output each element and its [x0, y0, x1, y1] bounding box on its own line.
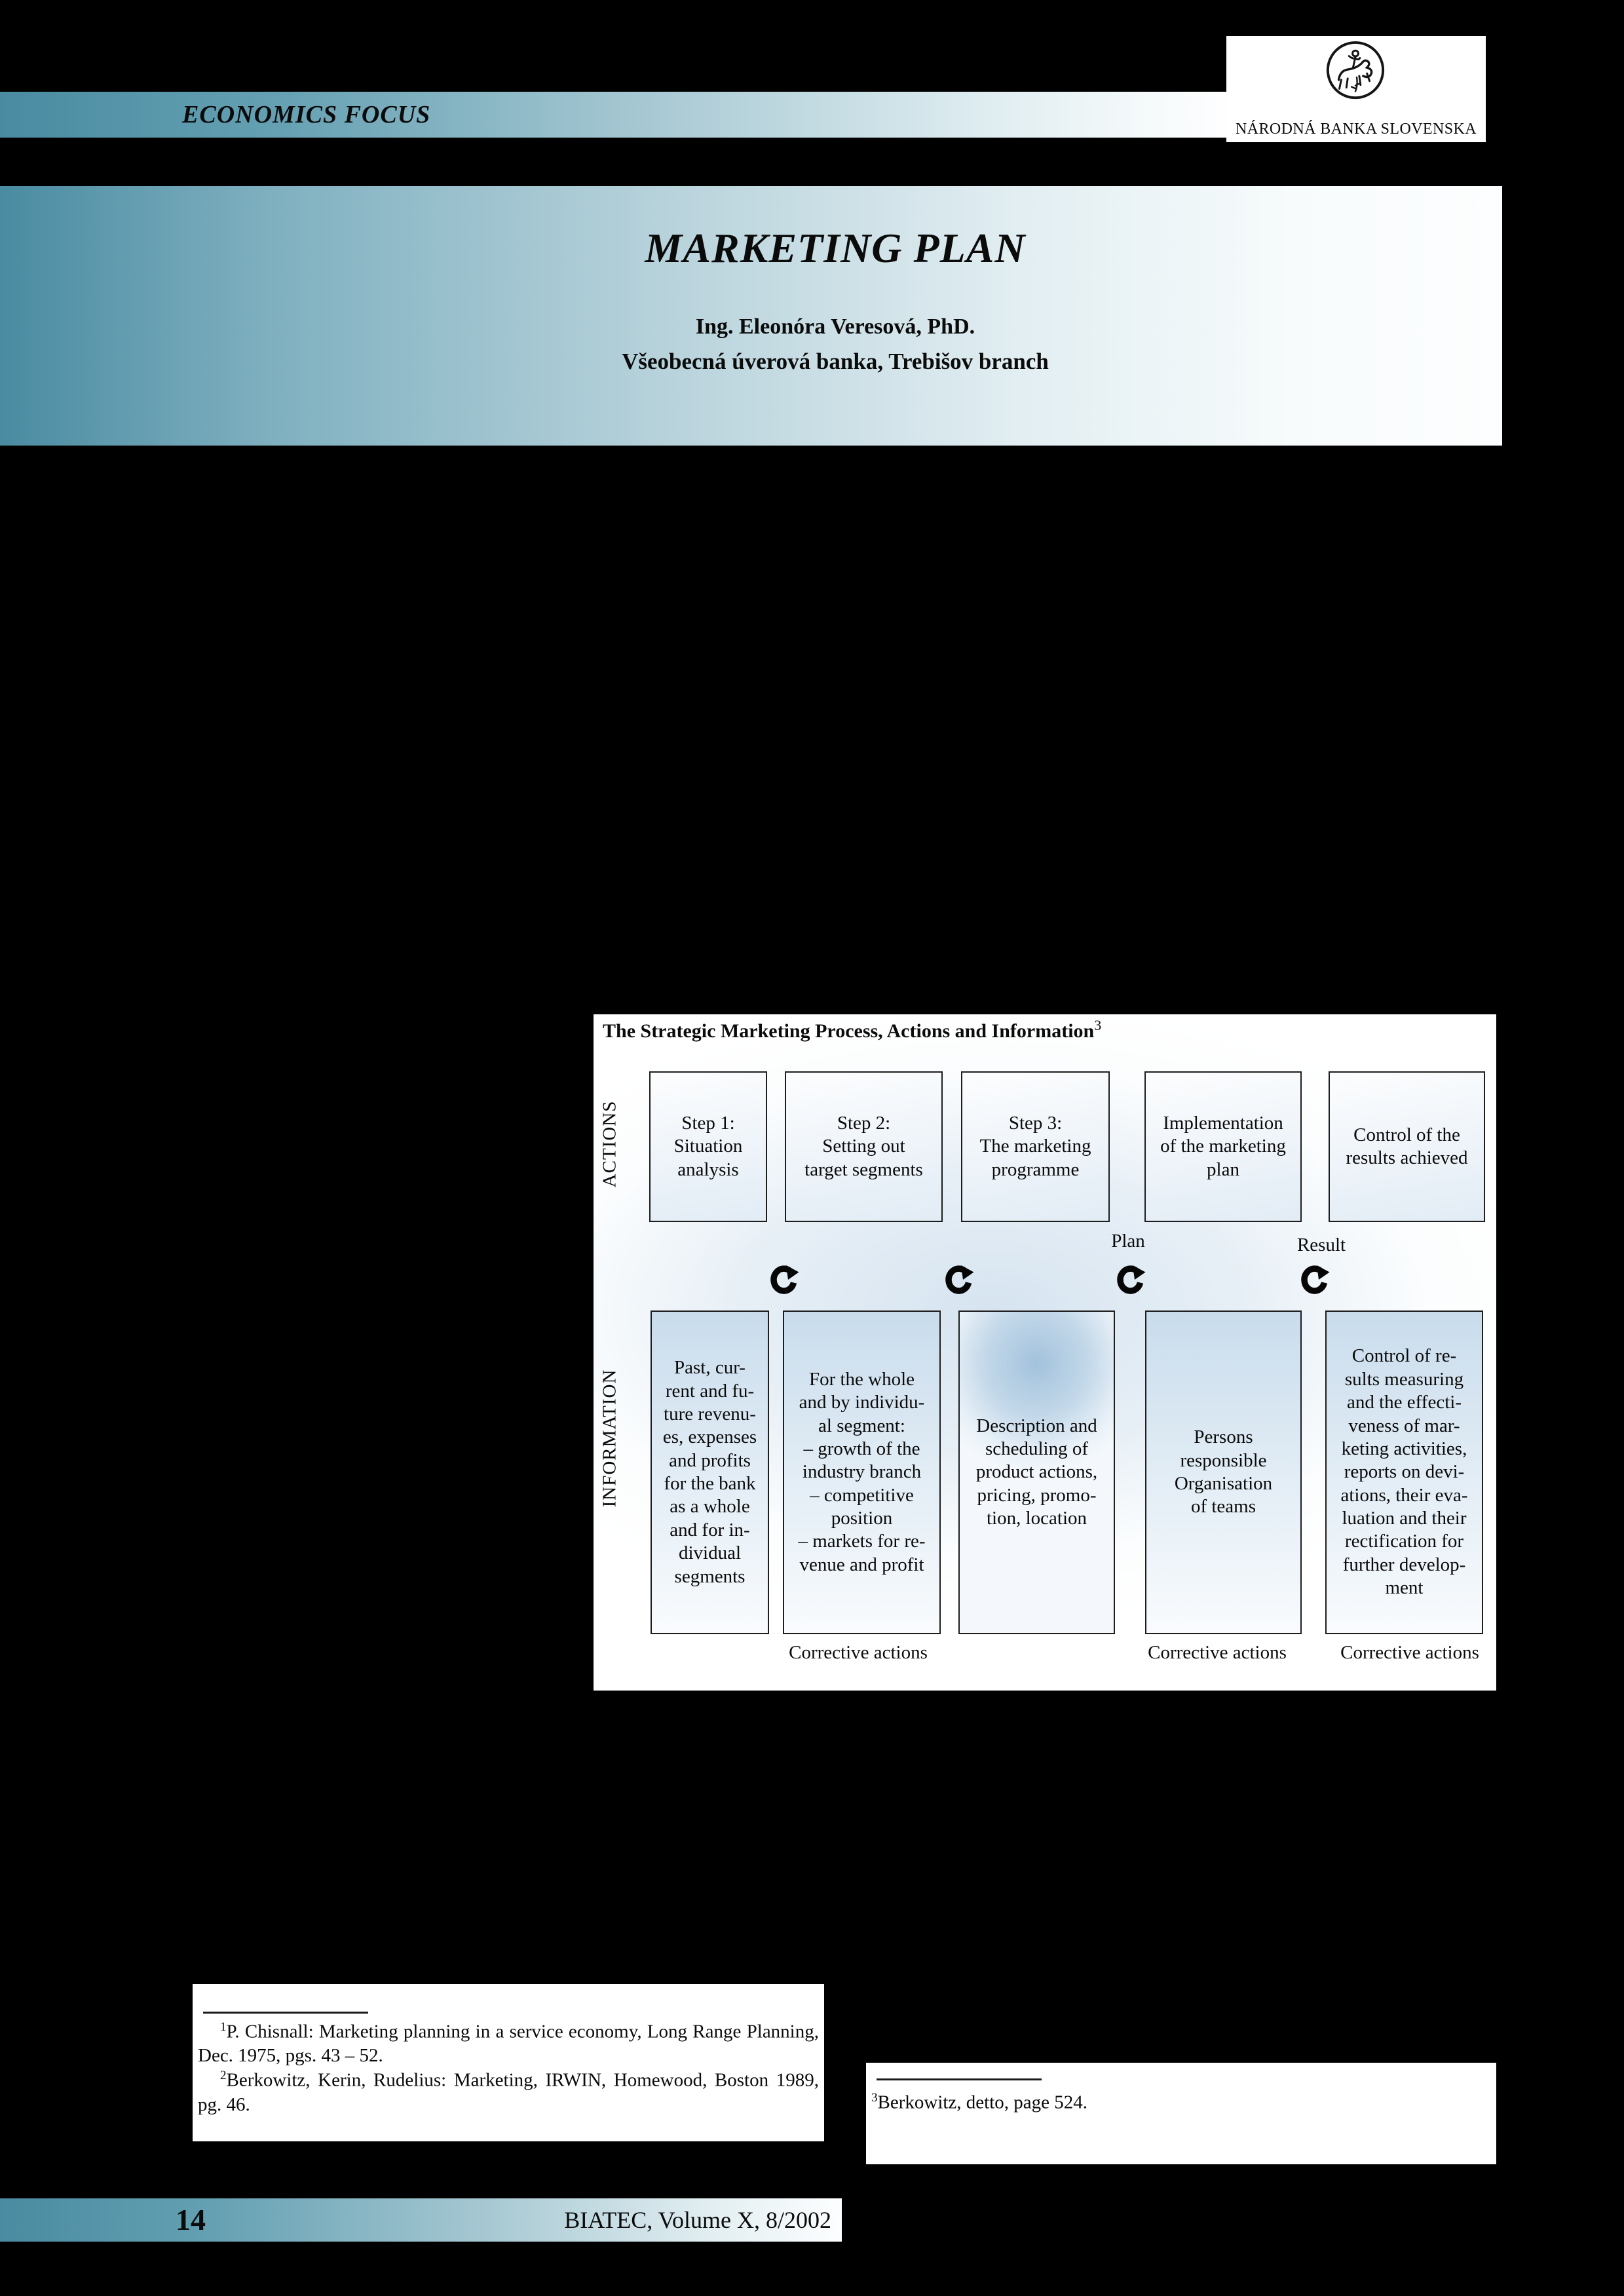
diagram-title-text: The Strategic Marketing Process, Actions… [603, 1020, 1095, 1042]
footnote-text-right: 3Berkowitz, detto, page 524. [871, 2090, 1491, 2114]
cycle-arrow-icon [1301, 1265, 1330, 1294]
footnote-1-text: P. Chisnall: Marketing planning in a ser… [198, 2021, 819, 2067]
footnote-3-text: Berkowitz, detto, page 524. [877, 2092, 1088, 2113]
action-box-implementation: Implementation of the marketing plan [1144, 1071, 1302, 1222]
corrective-actions-label-1: Corrective actions [789, 1642, 928, 1663]
footnote-1: 1P. Chisnall: Marketing planning in a se… [198, 2019, 819, 2068]
diagram-panel: The Strategic Marketing Process, Actions… [594, 1014, 1496, 1691]
nbs-logo-box: NÁRODNÁ BANKA SLOVENSKA [1226, 36, 1486, 142]
info-box-persons-text: Persons responsible Organisation of team… [1174, 1426, 1273, 1518]
action-box-control: Control of the results achieved [1329, 1071, 1485, 1222]
action-box-control-text: Control of the results achieved [1346, 1124, 1468, 1168]
info-box-persons: Persons responsible Organisation of team… [1145, 1311, 1302, 1634]
cycle-arrow-icon [770, 1265, 799, 1294]
plan-label: Plan [1111, 1231, 1145, 1252]
info-box-control: Control of re- sults measuring and the e… [1325, 1311, 1483, 1634]
page-number: 14 [176, 2203, 206, 2236]
info-box-programme: Description and scheduling of product ac… [958, 1311, 1115, 1634]
diagram-title-footnote-ref: 3 [1094, 1017, 1102, 1033]
header-band: ECONOMICS FOCUS [0, 92, 1238, 138]
corrective-actions-label-2: Corrective actions [1148, 1642, 1287, 1663]
action-box-step2-text: Step 2: Setting out target segments [804, 1112, 923, 1180]
footnote-box-right: 3Berkowitz, detto, page 524. [866, 2063, 1496, 2164]
article-affiliation: Všeobecná úverová banka, Trebišov branch [622, 349, 1049, 374]
footnote-1-marker: 1 [220, 2020, 227, 2034]
article-title-inner: MARKETING PLAN Ing. Eleonóra Veresová, P… [168, 186, 1502, 446]
footnote-2: 2Berkowitz, Kerin, Rudelius: Marketing, … [198, 2068, 819, 2116]
info-box-revenues: Past, cur- rent and fu- ture revenu- es,… [651, 1311, 769, 1634]
article-title: MARKETING PLAN [645, 225, 1026, 271]
journal-volume-label: BIATEC, Volume X, 8/2002 [564, 2207, 831, 2233]
footnote-box-left: 1P. Chisnall: Marketing planning in a se… [193, 1984, 824, 2141]
footnote-separator [203, 2012, 368, 2014]
action-box-implementation-text: Implementation of the marketing plan [1160, 1112, 1286, 1180]
footnote-text-left: 1P. Chisnall: Marketing planning in a se… [198, 2019, 819, 2117]
info-box-segments: For the whole and by individu- al segmen… [783, 1311, 941, 1634]
result-label: Result [1296, 1234, 1346, 1255]
corrective-actions-label-3: Corrective actions [1340, 1642, 1479, 1663]
footer-band: 14 BIATEC, Volume X, 8/2002 [0, 2198, 842, 2242]
info-box-programme-text: Description and scheduling of product ac… [975, 1415, 1098, 1529]
info-box-segments-text: For the whole and by individu- al segmen… [798, 1368, 926, 1575]
nbs-emblem-icon [1326, 41, 1385, 100]
action-box-step1: Step 1: Situation analysis [649, 1071, 767, 1222]
footnote-2-text: Berkowitz, Kerin, Rudelius: Marketing, I… [198, 2069, 819, 2115]
article-title-block: MARKETING PLAN Ing. Eleonóra Veresová, P… [0, 186, 1502, 446]
footnote-3-marker: 3 [871, 2091, 878, 2105]
footnote-2-marker: 2 [220, 2069, 227, 2083]
info-box-revenues-text: Past, cur- rent and fu- ture revenu- es,… [662, 1357, 757, 1587]
article-author: Ing. Eleonóra Veresová, PhD. [695, 315, 975, 339]
information-row-label: INFORMATION [599, 1369, 620, 1508]
action-box-step3: Step 3: The marketing programme [961, 1071, 1110, 1222]
section-header-label: ECONOMICS FOCUS [182, 101, 431, 128]
info-box-control-text: Control of re- sults measuring and the e… [1340, 1345, 1468, 1599]
action-box-step1-text: Step 1: Situation analysis [673, 1112, 743, 1180]
cycle-arrow-icon [945, 1265, 974, 1294]
action-box-step3-text: Step 3: The marketing programme [979, 1112, 1091, 1180]
actions-row-label: ACTIONS [599, 1100, 620, 1188]
action-box-step2: Step 2: Setting out target segments [785, 1071, 943, 1222]
diagram-title: The Strategic Marketing Process, Actions… [603, 1017, 1101, 1043]
footnote-3: 3Berkowitz, detto, page 524. [871, 2090, 1491, 2114]
footnote-separator [877, 2078, 1042, 2080]
cycle-arrow-icon [1117, 1265, 1146, 1294]
nbs-logo-caption: NÁRODNÁ BANKA SLOVENSKA [1236, 121, 1477, 138]
